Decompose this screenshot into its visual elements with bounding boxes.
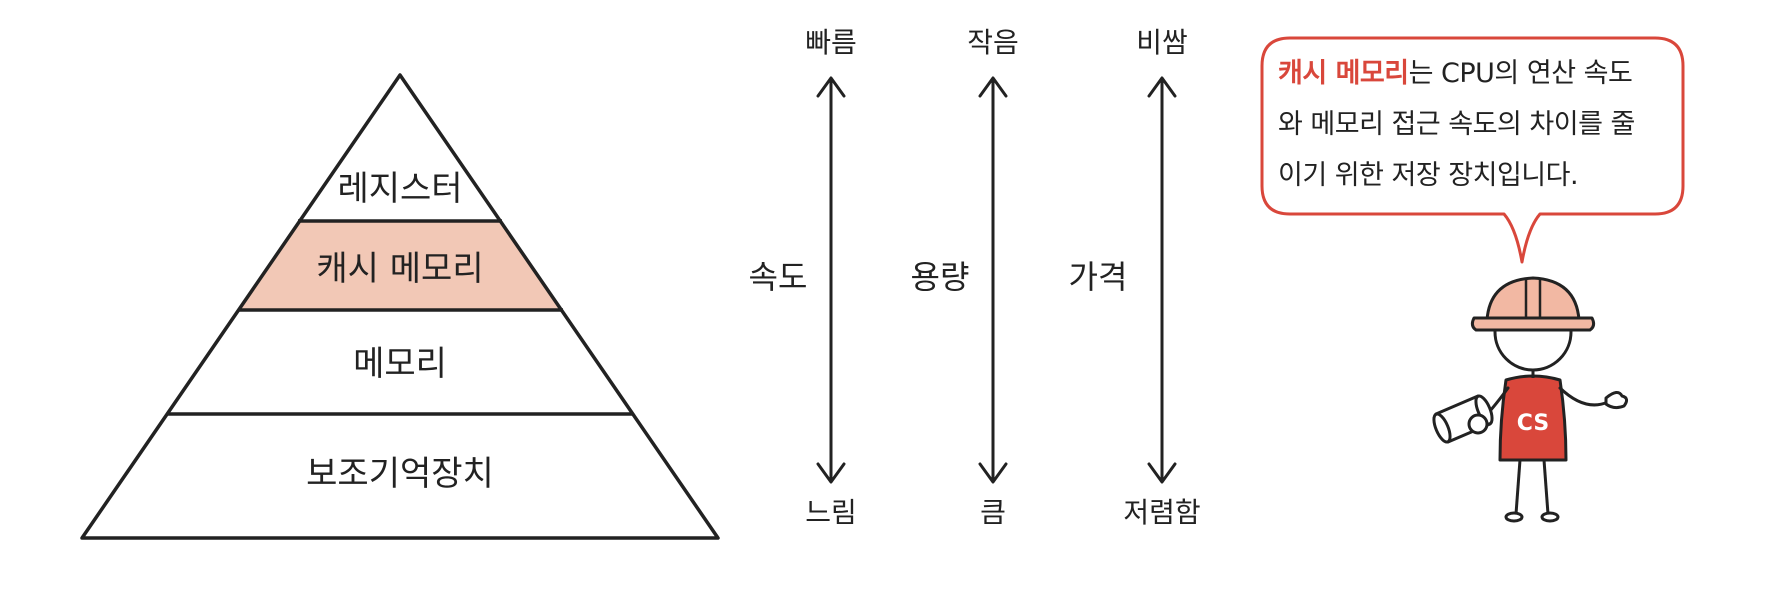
speech-line-3: 이기 위한 저장 장치입니다. [1278,160,1579,191]
scale-speed-arrowhead-down [816,462,846,484]
scale-price-bottom: 저렴함 [1123,496,1200,529]
scale-capacity-bottom: 큼 [980,496,1006,529]
speech-highlight: 캐시 메모리 [1278,58,1409,89]
speech-line-1-rest: 는 CPU의 연산 속도 [1408,58,1633,89]
scale-speed-top: 빠름 [805,26,857,59]
character-foot-right [1540,511,1560,523]
scale-speed-arrowhead-up [816,76,846,98]
scale-price-name: 가격 [1069,258,1128,296]
scale-speed: 빠름 속도 느림 [749,26,857,529]
speech-line-2: 와 메모리 접근 속도의 차이를 줄 [1278,109,1635,140]
speech-line-1: 캐시 메모리는 CPU의 연산 속도 [1278,48,1678,99]
character-arm-right [1558,386,1610,407]
pyramid-label-register: 레지스터 [337,169,462,209]
cs-character: CS [1432,276,1629,523]
pyramid-label-storage: 보조기억장치 [306,454,494,494]
scale-capacity-name: 용량 [911,258,970,296]
scale-price-arrowhead-down [1147,462,1177,484]
pyramid-outline [80,73,720,540]
speech-bubble [1260,36,1685,264]
character-shirt [1498,374,1568,462]
character-hand-right [1604,391,1629,410]
scale-speed-bottom: 느림 [805,496,857,529]
scale-price: 비쌈 가격 저렴함 [1069,26,1201,529]
character-shirt-label: CS [1517,411,1549,436]
helmet-ridge [1524,280,1542,318]
helmet-brim [1470,316,1596,332]
scale-price-top: 비쌈 [1136,26,1188,59]
scroll-icon [1432,394,1494,444]
scale-capacity-arrowhead-up [978,76,1008,98]
pyramid-label-memory: 메모리 [353,344,447,384]
scale-capacity: 작음 용량 큼 [911,26,1019,529]
character-foot-left [1504,511,1524,523]
scale-price-arrowhead-up [1147,76,1177,98]
scale-speed-name: 속도 [749,258,808,296]
pyramid-label-cache-memory: 캐시 메모리 [316,249,483,289]
scale-capacity-top: 작음 [967,26,1019,59]
character-leg-left [1514,459,1522,515]
helmet-icon [1485,276,1581,322]
pyramid-band-cache-fill [238,222,562,309]
speech-bubble-text: 캐시 메모리는 CPU의 연산 속도 와 메모리 접근 속도의 차이를 줄 이기… [1278,48,1678,201]
memory-pyramid: 레지스터 캐시 메모리 메모리 보조기억장치 [80,73,720,540]
character-leg-right [1542,459,1550,515]
scale-capacity-arrowhead-down [978,462,1008,484]
